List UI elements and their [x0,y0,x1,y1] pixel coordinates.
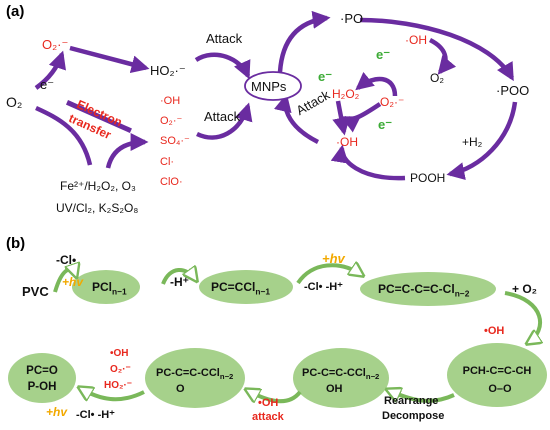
panel-b-arrows [53,265,540,403]
oh-top-label: ·OH [405,33,427,47]
hv-1: +hv [62,275,84,289]
arrow-h2o2-to-oh [332,100,351,136]
arrow-pcoh-to-pco [247,390,302,401]
pc-chain-node: PC=C-C=C-Cln−2 [378,282,470,299]
arrow-oh-to-o2rad [428,37,457,75]
o2-radical-label: O₂·⁻ [42,37,69,52]
peroxide-bottom: O–O [488,383,512,395]
hv-3: +hv [46,405,68,419]
arrow-pco-to-final [80,388,145,399]
attack-label-top: Attack [206,31,243,46]
radical-clo: ClO· [160,176,183,188]
final-bottom: P-OH [27,381,57,393]
oh-center-label: ·OH [336,135,358,149]
arrow-o2rad-to-h2o2 [340,102,382,133]
ho2-label: HO₂·⁻ [150,63,186,78]
arrow-chain-to-peroxide [504,291,540,343]
minus-h-1: -H⁺ [170,275,189,289]
oh-side: •OH [484,325,505,337]
radical-so4: SO₄·⁻ [160,135,190,147]
pc-o-node: PC-C=C-CCln−2 [156,367,234,382]
arc-o2-lower [35,105,93,166]
panel-a-o2-arcs [34,50,149,169]
arrow-pcccl-to-chain [296,265,362,285]
pooh-label: POOH [410,171,446,185]
attack-label-middle: Attack [204,109,241,124]
arrow-peroxide-to-pcoh [388,390,455,403]
pc-ccl-node: PC=CCln−1 [211,280,271,297]
reagents-line-2: UV/Cl₂, K₂S₂O₈ [56,201,139,215]
e-green-3: e⁻ [378,117,393,132]
pc-o-bottom: O [176,383,185,395]
arrow-pcl-to-pcccl [161,270,196,285]
pc-oh-bottom: OH [326,383,343,395]
mnps-label: MNPs [251,79,287,94]
pvc-label: PVC [22,284,49,299]
left-radical-o2: O₂·⁻ [110,364,131,375]
o2-label: O₂ [6,94,23,110]
ellipse-pc-oh [293,348,389,408]
mnps-ellipse [244,71,302,101]
ellipse-final [8,353,76,403]
panel-a-arrows [69,10,518,181]
arrow-mnps-to-po [277,10,331,73]
pc-oh-node: PC-C=C-CCln−2 [302,367,380,382]
arrow-attack-radicals [196,102,253,140]
minus-cl-h: -Cl• -H⁺ [304,281,343,293]
minus-cl-h-final: -Cl• -H⁺ [76,409,115,421]
left-radical-oh: •OH [110,348,129,359]
arrow-o2rad-to-ho2 [69,45,150,74]
arrow-pooh-to-oh [330,144,406,181]
minus-cl-1: -Cl• [56,253,77,267]
pcl-node: PCln−1 [92,280,127,297]
radical-oh: ·OH [160,95,181,107]
h2o2-label: H₂O₂ [332,87,360,101]
ellipse-pc-o [145,348,245,408]
final-top: PC=O [26,365,58,377]
radical-o2: O₂·⁻ [160,115,183,127]
plus-h2-label: +H₂ [462,135,483,149]
ellipse-pc-chain [360,272,496,306]
arc-et-lower [105,133,149,169]
rearrange-label: Rearrange [384,395,439,407]
hv-2: +hv [322,251,345,266]
arrow-o2-to-o2rad [355,71,398,97]
left-radical-ho2: HO₂·⁻ [104,380,133,391]
arrow-pvc-to-pcl [53,269,76,293]
plus-o2: + O₂ [512,282,538,296]
ellipse-pc-ccl [199,270,293,304]
arrow-attack-ho2 [194,52,251,80]
radical-cl: Cl· [160,156,175,168]
panel-b-label: (b) [6,235,26,252]
e-green-1: e⁻ [376,47,391,62]
oh-attack: •OH [258,397,279,409]
electron-transfer-arrow [65,100,132,134]
reagents-line-1: Fe²⁺/H₂O₂, O₃ [60,179,136,193]
o2rad-right-label: O₂·⁻ [380,95,405,109]
attack-label: attack [252,411,284,423]
panel-b-ellipses [8,270,547,408]
po-label: ·PO [340,11,364,26]
poo-label: ·POO [496,83,530,98]
peroxide-top: PCH-C=C-CH [462,365,532,377]
arrow-po-to-poo [359,17,514,82]
decompose-label: Decompose [382,410,445,422]
ellipse-pcl [72,270,140,304]
arc-o2-upper [34,50,66,90]
e-green-2: e⁻ [318,69,333,84]
arrow-attack-oh [274,93,320,145]
panel-a-label: (a) [6,3,25,20]
arrow-poo-to-pooh [446,101,518,180]
ellipse-peroxide [447,343,547,407]
o2-right-label: O₂ [430,71,444,85]
e-minus-label: e⁻ [40,77,55,92]
